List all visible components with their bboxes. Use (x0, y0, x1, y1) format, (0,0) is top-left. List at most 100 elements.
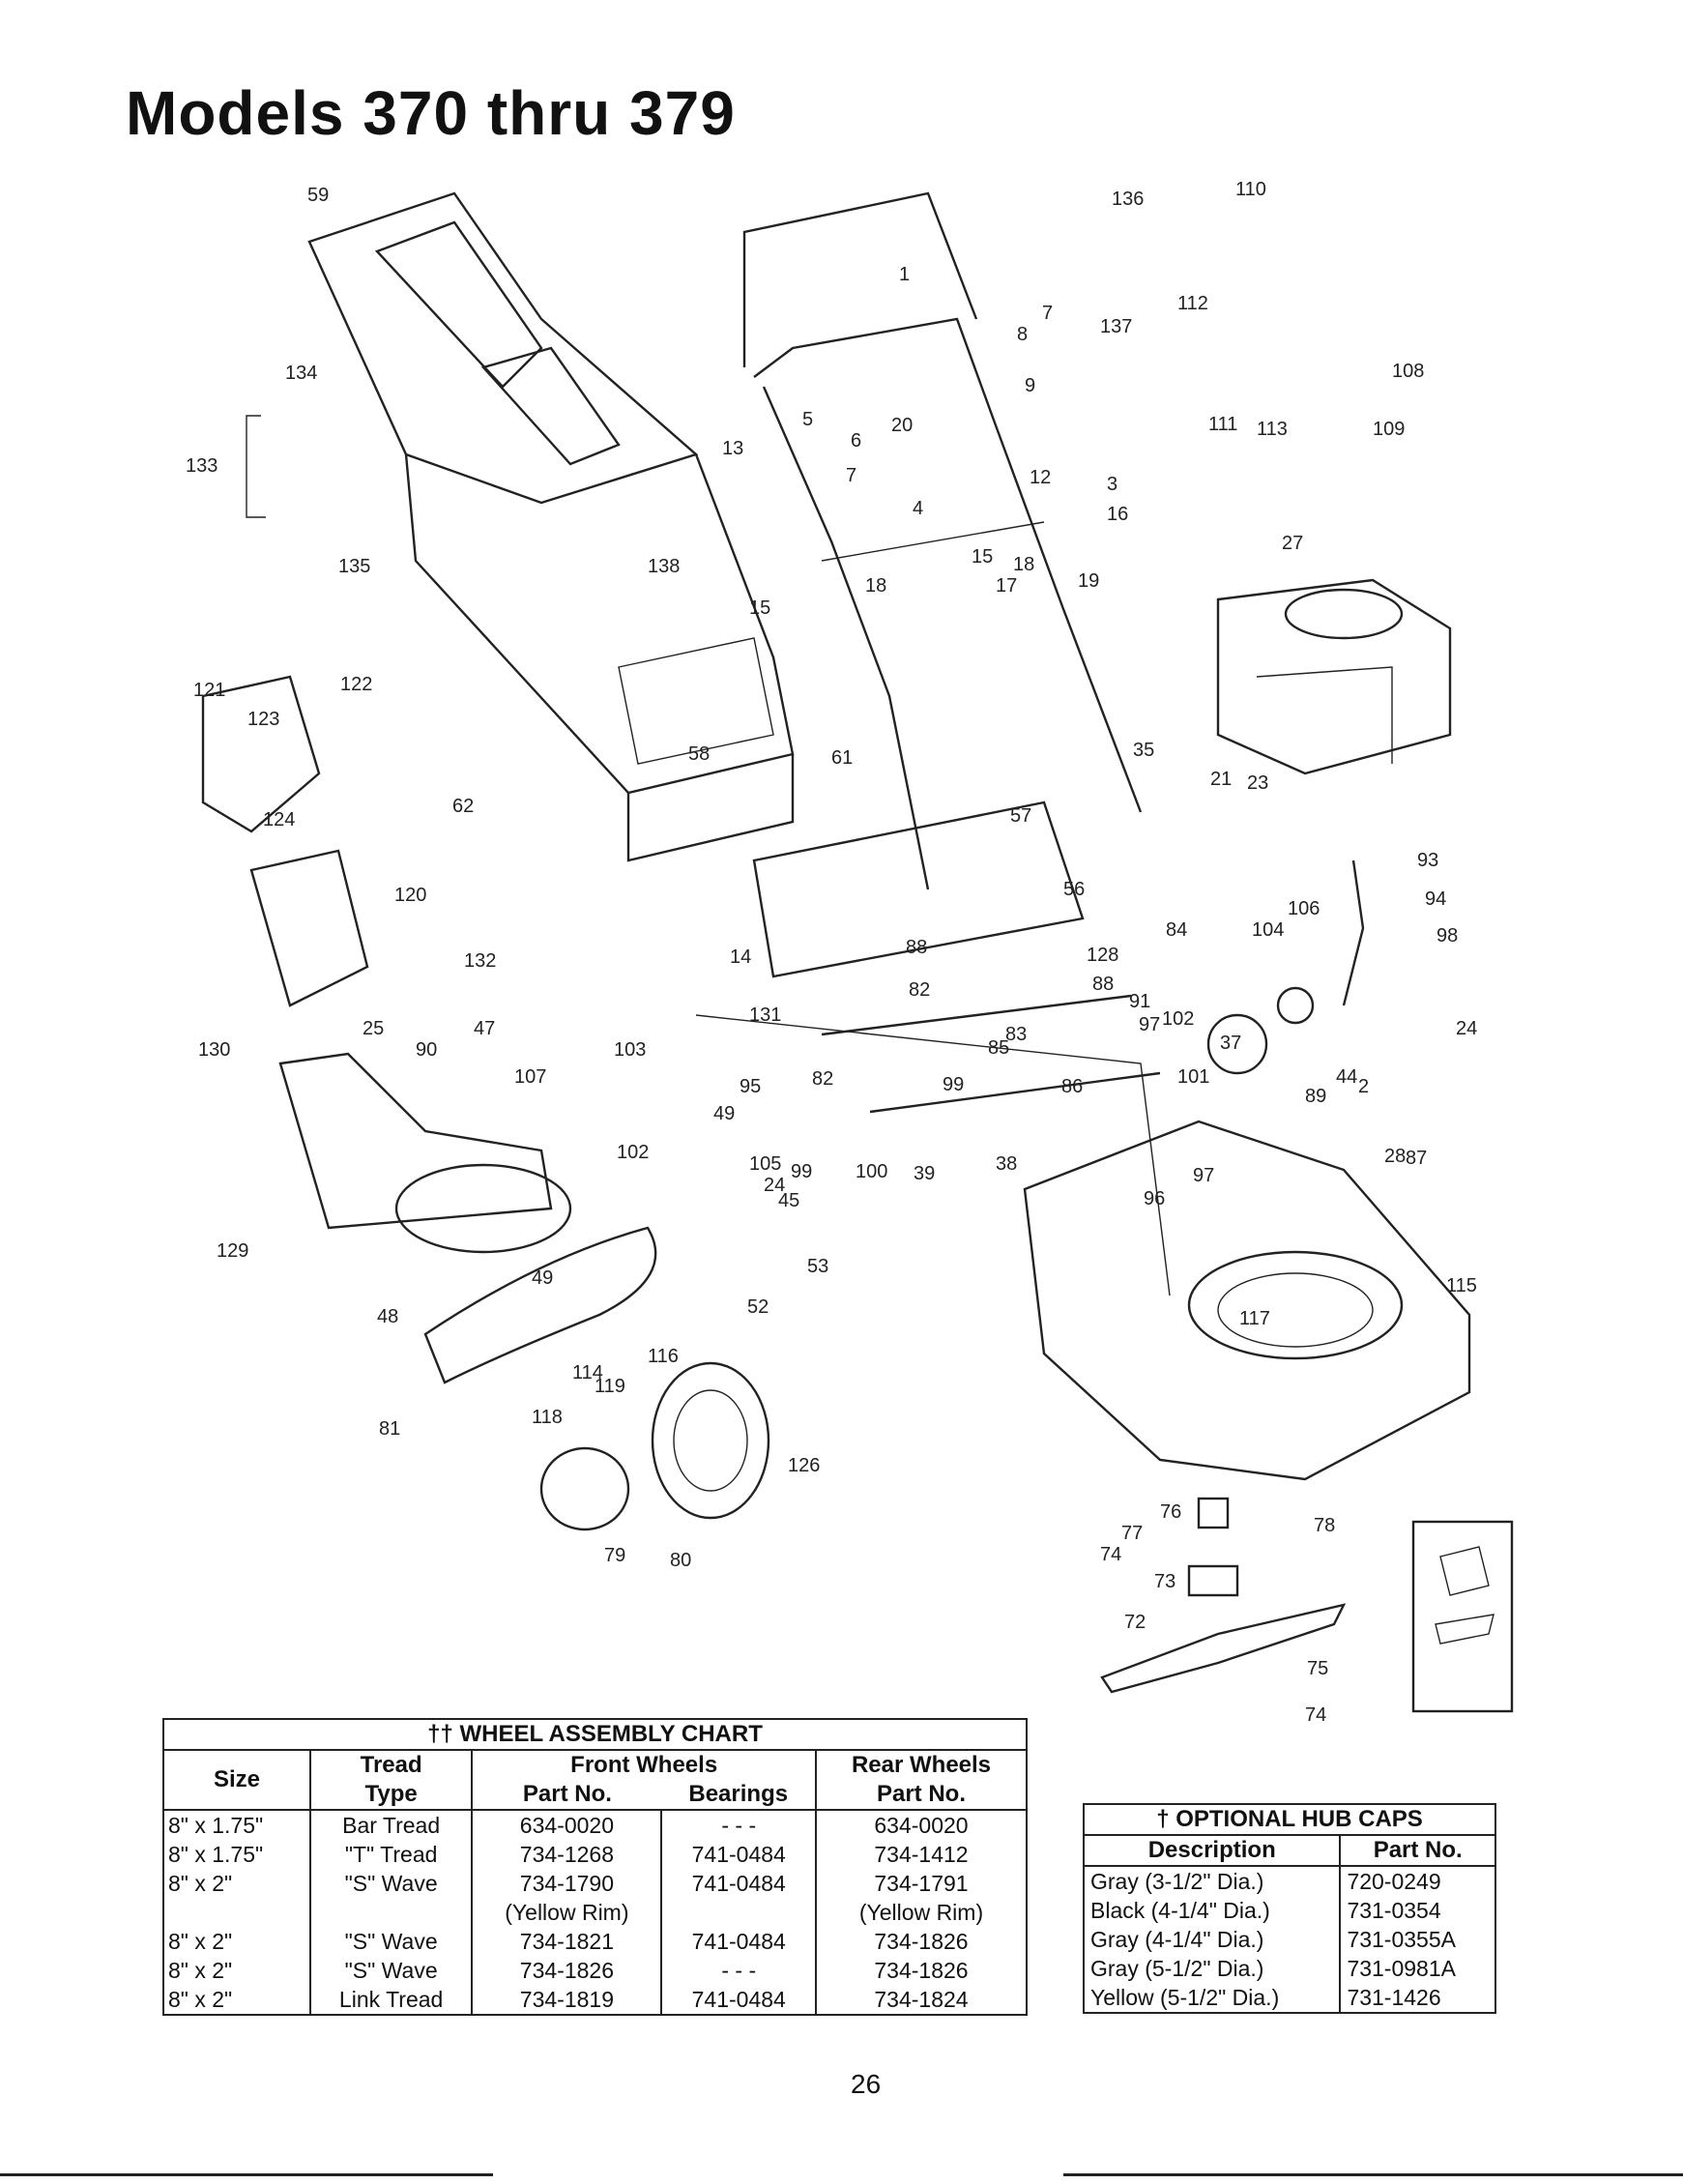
cell-part-no: 731-0355A (1339, 1925, 1495, 1954)
callout-62: 62 (452, 796, 474, 817)
callout-15: 15 (972, 546, 993, 568)
callout-112: 112 (1177, 293, 1208, 314)
callout-105: 105 (749, 1153, 781, 1175)
engine-drawing (1216, 578, 1452, 775)
cell-front: 734-1826 (471, 1956, 662, 1985)
callout-39: 39 (914, 1163, 935, 1184)
callout-57: 57 (1010, 805, 1031, 827)
callout-94: 94 (1425, 888, 1446, 910)
cell-size: 8" x 2" (168, 1987, 233, 2012)
callout-137: 137 (1100, 316, 1132, 337)
col-front-bearings: Bearings (661, 1780, 816, 1811)
col-front-part: Part No. (471, 1780, 662, 1811)
blade-drawing (1100, 1497, 1347, 1694)
cell-part-no: 731-1426 (1339, 1983, 1495, 2013)
cell-rear: 734-1412 (815, 1840, 1027, 1869)
callout-13: 13 (722, 438, 743, 459)
cell-tread: Bar Tread (308, 1810, 473, 1840)
callout-87: 87 (1406, 1148, 1427, 1169)
callout-48: 48 (377, 1306, 398, 1327)
cell-description: Black (4-1/4" Dia.) (1090, 1898, 1270, 1923)
callout-18: 18 (865, 575, 886, 597)
cell-front: 734-1819 (471, 1985, 662, 2015)
cell-part-no: 731-0354 (1339, 1896, 1495, 1925)
callout-93: 93 (1417, 850, 1438, 871)
callout-96: 96 (1144, 1188, 1165, 1209)
cell-rear: 634-0020 (815, 1810, 1027, 1840)
callout-37: 37 (1220, 1033, 1241, 1054)
table-row: Gray (4-1/4" Dia.)731-0355A (1084, 1925, 1495, 1954)
callout-110: 110 (1235, 179, 1266, 200)
callout-129: 129 (217, 1240, 248, 1262)
callout-80: 80 (670, 1550, 691, 1571)
callout-74: 74 (1100, 1544, 1121, 1565)
callout-120: 120 (394, 885, 426, 906)
callout-121: 121 (193, 680, 225, 701)
cell-front: 734-1821 (471, 1927, 662, 1956)
cell-bearings: 741-0484 (660, 1840, 816, 1869)
callout-131: 131 (749, 1005, 781, 1026)
callout-97: 97 (1193, 1165, 1214, 1186)
callout-24: 24 (764, 1175, 785, 1196)
callout-61: 61 (831, 747, 853, 769)
inset-box (1411, 1520, 1514, 1713)
callout-77: 77 (1121, 1523, 1143, 1544)
callout-72: 72 (1124, 1612, 1146, 1633)
deck-drawing (752, 801, 1471, 1481)
table-row: Black (4-1/4" Dia.) 731-0354 (1084, 1896, 1495, 1925)
callout-56: 56 (1063, 879, 1085, 900)
callout-74: 74 (1305, 1704, 1326, 1726)
cell-description: Gray (3-1/2" Dia.) (1090, 1869, 1264, 1894)
callout-82: 82 (909, 979, 930, 1001)
cell-bearings: 741-0484 (660, 1927, 816, 1956)
callout-117: 117 (1239, 1308, 1270, 1329)
cell-size: 8" x 2" (168, 1929, 233, 1954)
hub-caps-title: † OPTIONAL HUB CAPS (1084, 1804, 1495, 1836)
callout-3: 3 (1107, 474, 1117, 495)
callout-104: 104 (1252, 919, 1284, 941)
callout-23: 23 (1247, 772, 1268, 794)
handle-drawing (742, 191, 1143, 890)
col-rear-part: Part No. (815, 1780, 1027, 1811)
callout-126: 126 (788, 1455, 820, 1476)
callout-53: 53 (807, 1256, 828, 1277)
callout-35: 35 (1133, 740, 1154, 761)
transmission-drawing (695, 859, 1365, 1296)
wheel-chart-title: †† WHEEL ASSEMBLY CHART (163, 1719, 1027, 1751)
callout-15: 15 (749, 597, 770, 619)
callout-102: 102 (1162, 1008, 1194, 1030)
cell-front: 634-0020 (471, 1810, 662, 1840)
table-row: Yellow (5-1/2" Dia.)731-1426 (1084, 1983, 1495, 2013)
callout-14: 14 (730, 946, 751, 968)
cell-tread: Link Tread (308, 1985, 473, 2015)
col-tread: Tread (308, 1750, 473, 1780)
callout-118: 118 (532, 1407, 563, 1428)
footer-rule-right (1063, 2173, 1683, 2176)
callout-122: 122 (340, 674, 372, 695)
callout-95: 95 (740, 1076, 761, 1097)
callout-136: 136 (1112, 189, 1144, 210)
callout-100: 100 (856, 1161, 887, 1182)
callout-17: 17 (996, 575, 1017, 597)
rear-wheel-drawing (539, 1361, 770, 1531)
cell-tread: "T" Tread (308, 1840, 473, 1869)
callout-108: 108 (1392, 361, 1424, 382)
callout-19: 19 (1078, 570, 1099, 592)
col-description: Description (1084, 1835, 1341, 1867)
callout-101: 101 (1177, 1066, 1209, 1088)
callout-58: 58 (688, 743, 710, 765)
grass-catcher-drawing (307, 191, 795, 862)
callout-2: 2 (1358, 1076, 1369, 1097)
cell-size: 8" x 2" (168, 1958, 233, 1983)
callout-99: 99 (943, 1074, 964, 1095)
cell-tread: "S" Wave (308, 1869, 473, 1898)
page-number: 26 (851, 2069, 882, 2099)
callout-28: 28 (1384, 1146, 1406, 1167)
cell-rear: 734-1791 (815, 1869, 1027, 1898)
callout-135: 135 (338, 556, 370, 577)
cell-bearings: - - - (660, 1956, 816, 1985)
callout-25: 25 (363, 1018, 384, 1039)
